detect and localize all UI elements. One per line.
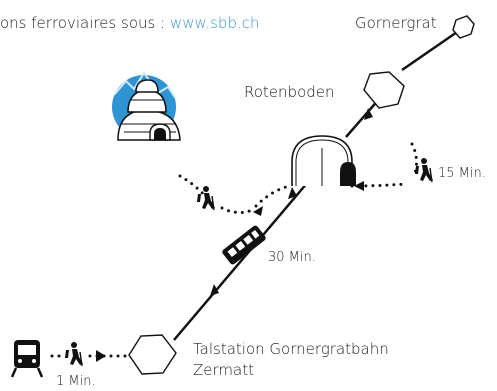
hiker-icon	[65, 158, 433, 367]
sbb-link[interactable]: www.sbb.ch	[169, 14, 260, 32]
duration-walk-start: 1 Min.	[56, 374, 96, 389]
igloo-icon	[112, 71, 181, 141]
station-label-talstation: Talstation Gornergratbahn	[193, 340, 389, 358]
duration-train: 30 Min.	[268, 250, 316, 265]
cable-railway-car-icon	[222, 225, 266, 265]
header-prefix: ons ferroviaires sous :	[0, 14, 170, 32]
train-icon	[10, 340, 44, 378]
station-label-zermatt: Zermatt	[193, 361, 254, 379]
walking-arrows	[96, 181, 364, 362]
railway-arrows	[210, 108, 373, 296]
duration-walk-right: 15 Min.	[438, 166, 486, 181]
header-text: ons ferroviaires sous : www.sbb.ch	[0, 14, 260, 32]
station-label-rotenboden: Rotenboden	[244, 83, 335, 101]
tunnel-icon	[291, 135, 356, 186]
station-label-gornergrat: Gornergrat	[355, 14, 437, 32]
station-hexagon-icon	[128, 15, 475, 375]
